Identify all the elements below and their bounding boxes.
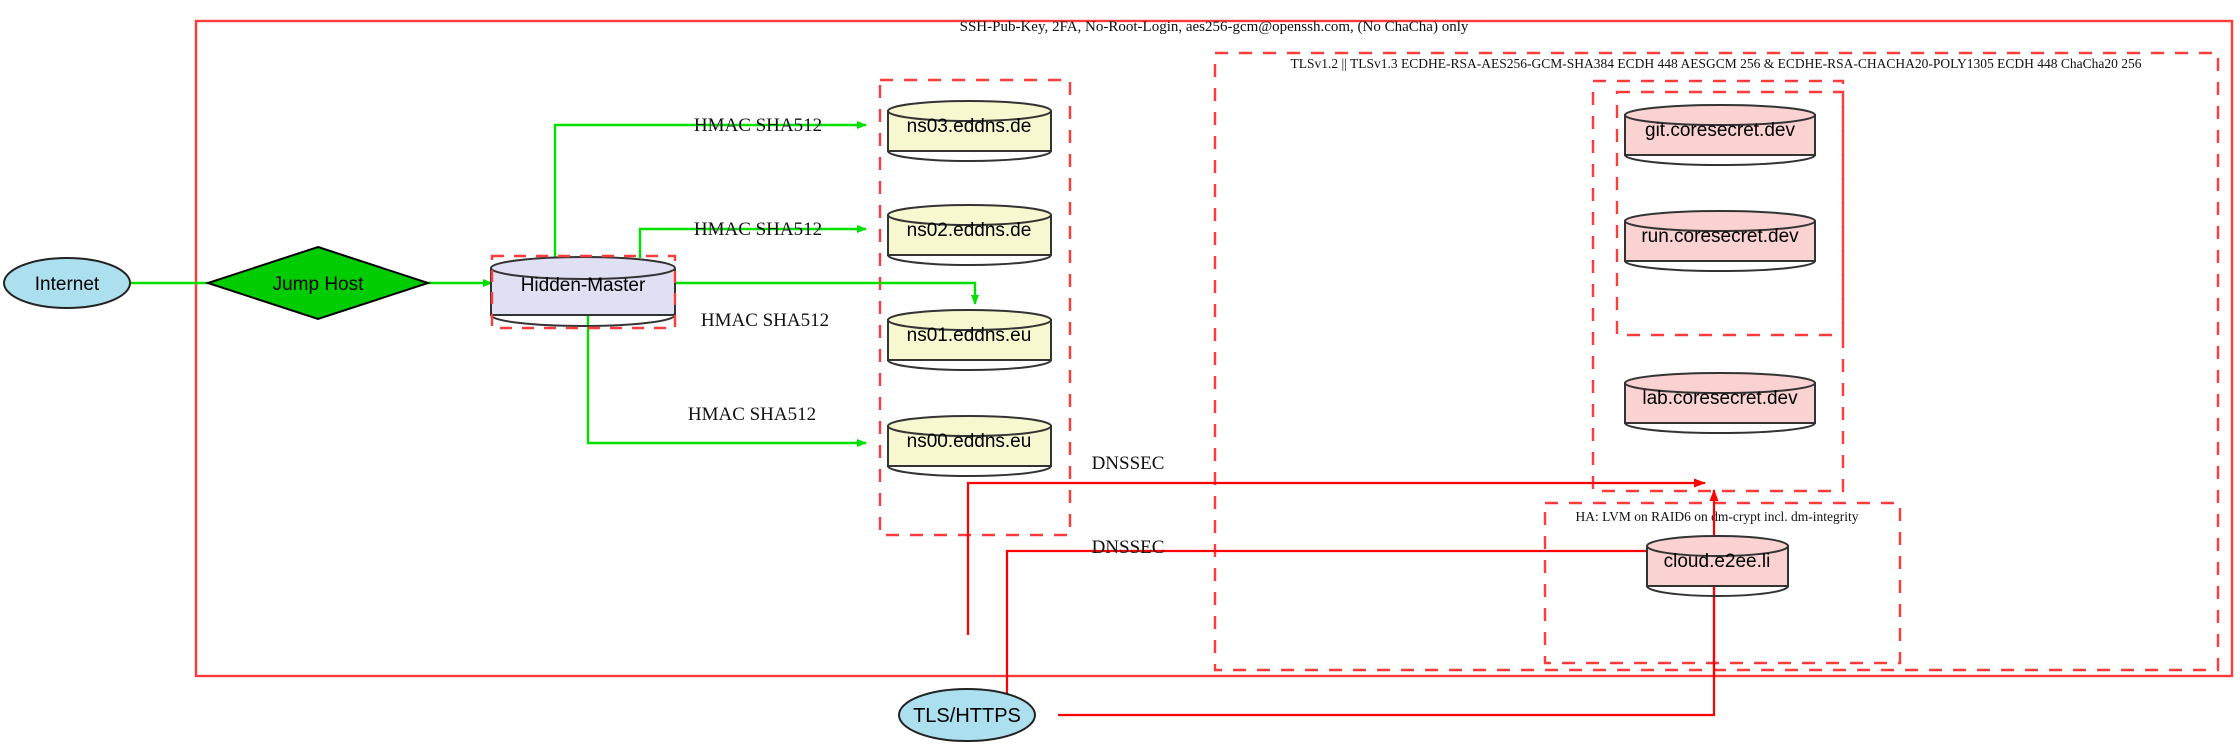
node-tls-https[interactable]: TLS/HTTPS — [898, 688, 1036, 742]
node-ns02-label: ns02.eddns.de — [907, 220, 1032, 241]
node-internet[interactable]: Internet — [3, 257, 131, 309]
node-ns00-label: ns00.eddns.eu — [907, 431, 1032, 452]
coresecret-cluster-inner — [1615, 90, 1845, 337]
coresecret-cluster-outer — [1591, 79, 1845, 493]
edge-dnssec-upper — [966, 478, 1706, 635]
edge-label-hmac-ns02: HMAC SHA512 — [694, 219, 822, 240]
edge-hm-ns03 — [553, 121, 867, 258]
node-cloud-e2ee-label: cloud.e2ee.li — [1664, 551, 1771, 572]
edge-label-hmac-ns00: HMAC SHA512 — [688, 404, 816, 425]
ha-cluster-label: HA: LVM on RAID6 on dm-crypt incl. dm-in… — [1576, 509, 1859, 524]
hidden-master-cluster-box — [490, 254, 677, 330]
edge-label-dnssec-upper: DNSSEC — [1092, 453, 1165, 474]
edge-label-hmac-ns03: HMAC SHA512 — [694, 115, 822, 136]
node-jump-host[interactable]: Jump Host — [204, 245, 432, 321]
node-run-coresecret[interactable]: run.coresecret.dev — [1624, 210, 1816, 272]
node-ns02[interactable]: ns02.eddns.de — [887, 204, 1052, 266]
node-lab-coresecret[interactable]: lab.coresecret.dev — [1624, 372, 1816, 434]
node-ns00[interactable]: ns00.eddns.eu — [887, 415, 1052, 477]
node-git-coresecret[interactable]: git.coresecret.dev — [1624, 104, 1816, 166]
ssh-cluster-box — [194, 19, 2234, 678]
edge-tlshttps-right — [1058, 560, 1716, 717]
node-tls-https-label: TLS/HTTPS — [913, 705, 1021, 727]
node-lab-coresecret-label: lab.coresecret.dev — [1642, 388, 1798, 409]
node-ns01-label: ns01.eddns.eu — [907, 325, 1032, 346]
node-hidden-master[interactable]: Hidden-Master — [490, 256, 676, 327]
tls-cluster-label: TLSv1.2 || TLSv1.3 ECDHE-RSA-AES256-GCM-… — [1291, 56, 2142, 71]
node-git-coresecret-label: git.coresecret.dev — [1645, 120, 1795, 141]
tls-cluster-box — [1213, 51, 2220, 672]
edge-hm-ns02 — [638, 225, 867, 258]
edge-label-hmac-ns01: HMAC SHA512 — [701, 310, 829, 331]
node-internet-label: Internet — [35, 274, 100, 295]
node-jump-host-label: Jump Host — [273, 274, 365, 295]
edge-hm-ns00 — [586, 311, 867, 447]
node-ns03-label: ns03.eddns.de — [907, 116, 1032, 137]
dns-cluster-box — [878, 78, 1072, 537]
node-ns03[interactable]: ns03.eddns.de — [887, 100, 1052, 162]
node-run-coresecret-label: run.coresecret.dev — [1641, 226, 1799, 247]
node-hidden-master-label: Hidden-Master — [521, 275, 646, 296]
node-cloud-e2ee[interactable]: cloud.e2ee.li — [1646, 535, 1789, 597]
edge-label-dnssec-lower: DNSSEC — [1092, 537, 1165, 558]
node-ns01[interactable]: ns01.eddns.eu — [887, 309, 1052, 371]
edge-hm-ns01 — [675, 281, 979, 305]
edge-dnssec-lower — [1005, 546, 1706, 676]
ha-cluster-box — [1543, 501, 1902, 665]
ssh-cluster-label: SSH-Pub-Key, 2FA, No-Root-Login, aes256-… — [960, 19, 1469, 35]
